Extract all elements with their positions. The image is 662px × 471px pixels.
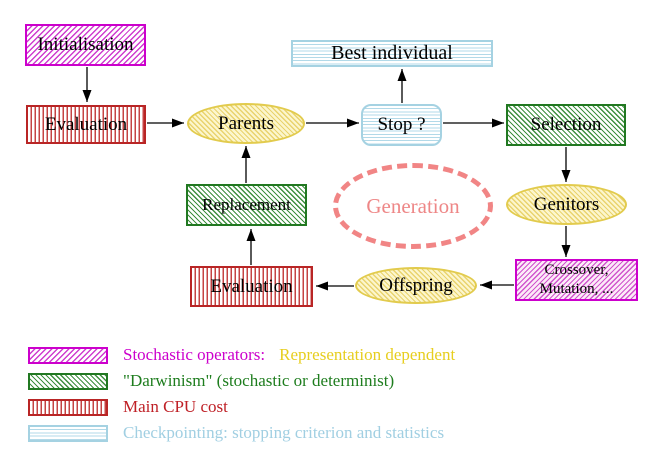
node-evaluation-bottom: Evaluation	[190, 266, 313, 307]
node-parents-label: Parents	[218, 112, 274, 134]
node-stop: Stop ?	[361, 104, 442, 146]
node-initialisation-label: Initialisation	[37, 34, 134, 56]
node-crossover-mutation: Crossover, Mutation, ...	[515, 259, 638, 301]
node-replacement: Replacement	[186, 184, 307, 226]
node-crossover-line1: Crossover,	[544, 262, 609, 279]
legend-swatch-cyan-stripes	[28, 424, 108, 442]
node-evaluation-bottom-label: Evaluation	[210, 275, 293, 297]
node-crossover-line2: Mutation, ...	[539, 281, 614, 297]
node-offspring: Offspring	[355, 267, 477, 304]
node-selection: Selection	[506, 104, 626, 146]
legend-swatch-magenta-hatch	[28, 346, 108, 364]
generation-loop-ellipse: Generation	[333, 163, 493, 249]
node-initialisation: Initialisation	[25, 24, 146, 66]
legend-label-stochastic: Stochastic operators:	[123, 345, 266, 364]
legend-label-darwinism: "Darwinism" (stochastic or determinist)	[123, 371, 395, 390]
legend-label-cpu-cost: Main CPU cost	[123, 397, 228, 416]
node-genitors: Genitors	[506, 184, 627, 225]
legend-label-representation: Representation dependent	[279, 345, 456, 364]
node-evaluation-top: Evaluation	[26, 105, 146, 144]
generation-label: Generation	[366, 193, 460, 218]
legend-row-darwinism: "Darwinism" (stochastic or determinist)	[28, 371, 394, 391]
legend-row-checkpointing: Checkpointing: stopping criterion and st…	[28, 423, 444, 443]
node-parents: Parents	[187, 103, 305, 144]
legend-swatch-green-hatch	[28, 372, 108, 390]
legend-label-checkpointing: Checkpointing: stopping criterion and st…	[123, 423, 445, 442]
node-offspring-label: Offspring	[379, 274, 453, 296]
node-best-individual-label: Best individual	[331, 42, 453, 64]
legend-row-stochastic: Stochastic operators: Representation dep…	[28, 345, 455, 365]
node-replacement-label: Replacement	[202, 195, 291, 215]
node-selection-label: Selection	[530, 114, 602, 136]
node-stop-label: Stop ?	[377, 114, 426, 136]
legend-swatch-red-stripes	[28, 398, 108, 416]
node-best-individual: Best individual	[291, 40, 493, 67]
legend-row-cpu-cost: Main CPU cost	[28, 397, 228, 417]
node-genitors-label: Genitors	[533, 193, 600, 215]
node-evaluation-top-label: Evaluation	[44, 113, 128, 135]
